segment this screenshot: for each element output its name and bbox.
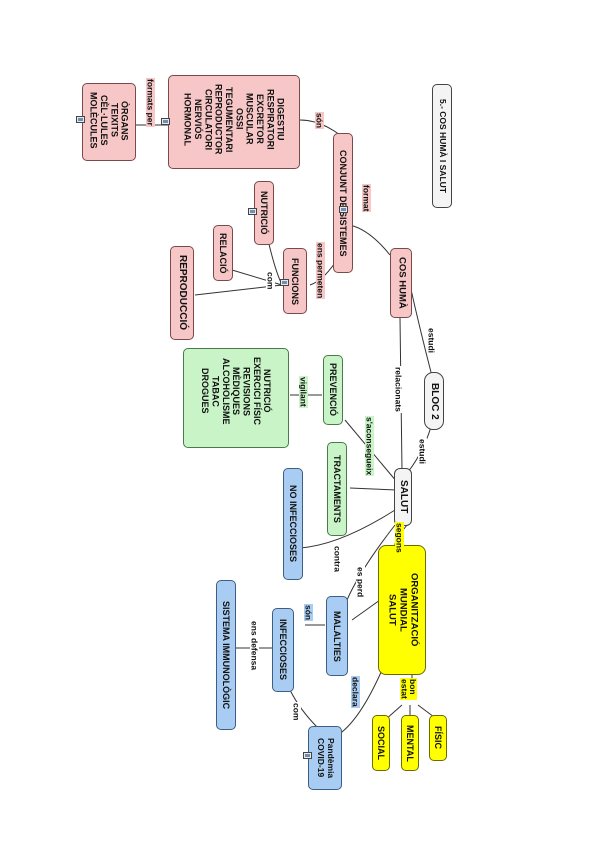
link-oms-malalties (351, 599, 381, 621)
node-nutricio[interactable]: NUTRICIÓ (254, 181, 274, 245)
label-es-perd: es perd (355, 566, 366, 599)
node-prevencio-list[interactable]: NUTRICIÓ EXERCICI FÍSIC REVISIONS MÈDIQU… (183, 348, 289, 448)
label-format: format (361, 184, 372, 213)
label-estudi-2: estudi (417, 438, 428, 466)
node-covid[interactable]: Pandèmia COVID-19 (308, 726, 342, 790)
label-bon-estat: bon estat (399, 678, 418, 700)
label-saconsegueix: s'aconsegueix (364, 416, 375, 477)
label-ens-defensa: ens defensa (249, 620, 260, 672)
link-infeccioses-covid (289, 689, 319, 729)
node-no-infeccioses[interactable]: NO INFECCIOSES (283, 468, 303, 580)
attachment-icon[interactable] (339, 206, 348, 213)
attachment-icon[interactable] (248, 208, 257, 215)
node-fisic[interactable]: FÍSIC (429, 715, 447, 761)
node-tractaments[interactable]: TRACTAMENTS (327, 442, 347, 536)
label-com-1: com (265, 271, 276, 291)
node-salut[interactable]: SALUT (394, 468, 412, 526)
label-relacionats: relacionats (393, 366, 404, 413)
link-salut-malalties (346, 524, 396, 601)
node-mental[interactable]: MENTAL (401, 715, 419, 771)
label-contra: contra (332, 545, 343, 573)
node-bloc2[interactable]: BLOC 2 (424, 372, 444, 430)
attachment-icon[interactable] (280, 279, 289, 286)
link-cos-conjunt (349, 224, 391, 256)
attachment-icon[interactable] (303, 752, 312, 759)
node-malalties[interactable]: MALALTIES (326, 596, 348, 676)
link-bloc2-cos (409, 284, 434, 381)
label-com-2: com (291, 702, 302, 722)
attachment-icon[interactable] (161, 118, 170, 125)
label-vigilant: vigilant (298, 376, 309, 408)
link-salut-noinf (299, 509, 396, 549)
label-estudi-1: estudi (426, 327, 437, 355)
link-oms-covid (337, 669, 383, 736)
node-social[interactable]: SOCIAL (372, 715, 390, 771)
node-sistema-immunologic[interactable]: SISTEMA IMMUNOLÒGIC (216, 580, 236, 730)
label-ens-permeten: ens permeten (315, 242, 326, 300)
label-declara: declara (350, 676, 361, 708)
attachment-icon[interactable] (76, 116, 85, 123)
link-salut-tractaments (349, 487, 398, 491)
label-son-1: són (314, 112, 325, 130)
label-formats-per: formats per (145, 78, 156, 127)
label-segons: segons (394, 522, 405, 554)
node-oms[interactable]: ORGANITZACIÓ MUNDIAL SALUT (378, 545, 426, 675)
node-prevencio[interactable]: PREVENCIÓ (323, 355, 343, 425)
node-conjunt-sistemes[interactable]: CONJUNT DE SISTEMES (333, 133, 353, 273)
node-reproduccio[interactable]: REPRODUCCIÓ (170, 246, 194, 340)
node-organs-list[interactable]: ÒRGANS TEIXITS CÈL·LULES MOLÈCULES (82, 83, 136, 161)
diagram-title: 5.- COS HUMÀ I SALUT (432, 84, 452, 208)
node-sistemes-list[interactable]: DIGESTIU RESPIRATORI EXCRETOR MUSCULAR O… (168, 75, 300, 169)
node-infeccioses[interactable]: INFECCIOSES (272, 608, 294, 692)
node-relacio[interactable]: RELACIÓ (213, 225, 233, 281)
label-son-2: són (303, 604, 314, 622)
node-cos-huma[interactable]: COS HUMÀ (390, 248, 412, 318)
